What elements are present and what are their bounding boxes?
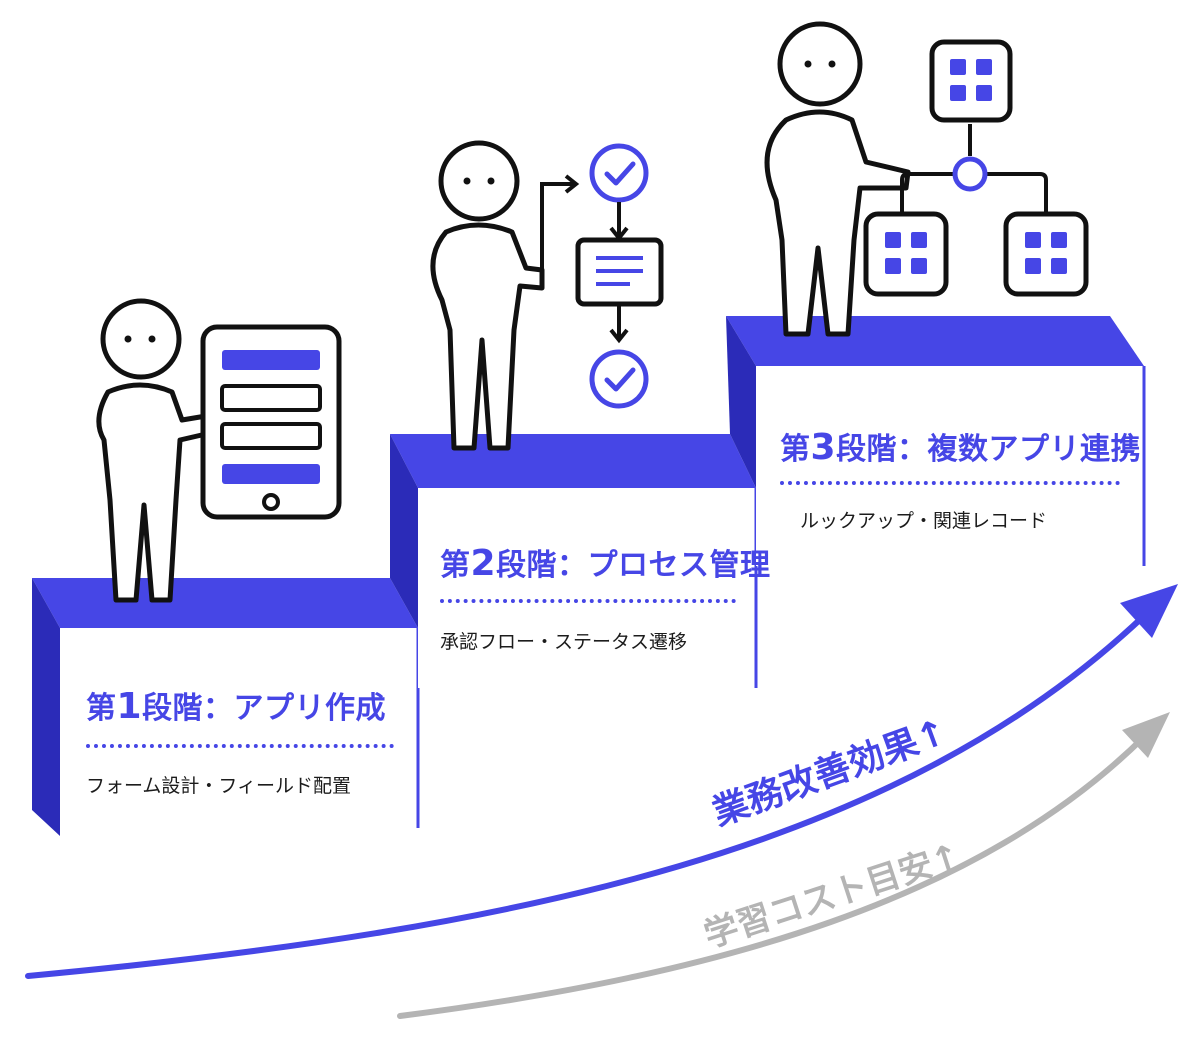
person-2-icon xyxy=(430,140,545,451)
person-3-icon xyxy=(764,21,911,337)
stage-2-desc: 承認フロー・ステータス遷移 xyxy=(440,631,688,653)
stage-3-divider xyxy=(780,481,1120,485)
stage-2-divider xyxy=(440,599,736,603)
learning-cost-arrow xyxy=(397,712,1170,1019)
stage-3-desc: ルックアップ・関連レコード xyxy=(800,510,1048,532)
stage-2-title: 第2段階：プロセス管理 xyxy=(440,543,771,584)
tablet-form-icon xyxy=(200,324,342,520)
step-1-block xyxy=(32,578,420,836)
person-1-icon xyxy=(96,298,209,603)
improvement-arrow xyxy=(25,584,1178,979)
step-2-block xyxy=(390,434,758,688)
step-3-block xyxy=(726,316,1146,566)
stage-3-title: 第3段階：複数アプリ連携 xyxy=(780,427,1142,468)
stage-1-title: 第1段階：アプリ作成 xyxy=(86,686,387,727)
stage-1-divider xyxy=(86,744,394,748)
stage-1-desc: フォーム設計・フィールド配置 xyxy=(86,775,352,797)
process-flow-icon xyxy=(540,143,664,409)
app-network-icon xyxy=(863,39,1089,297)
